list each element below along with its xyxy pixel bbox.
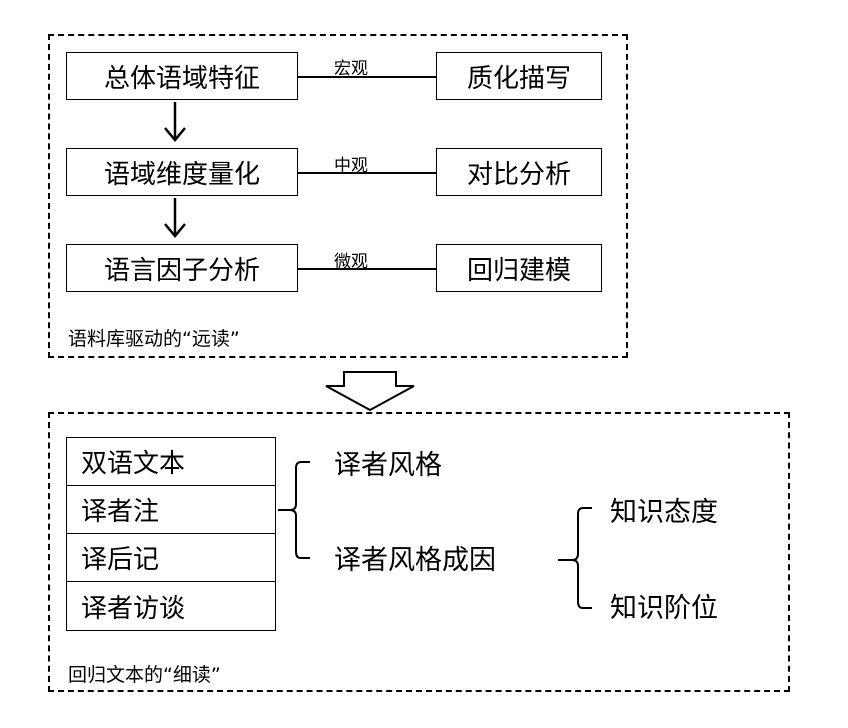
translator-interview-item: 译者访谈 [81,593,186,624]
down-arrow-2 [164,198,186,238]
macro-label: 宏观 [334,59,368,79]
micro-connector [298,268,436,270]
distant-reading-caption: 语料库驱动的“远读” [68,328,240,350]
knowledge-level-label: 知识阶位 [610,593,718,624]
close-reading-caption: 回归文本的“细读” [68,664,221,686]
contrastive-analysis-box: 对比分析 [436,148,602,196]
linguistic-factor-analysis-box: 语言因子分析 [66,244,298,292]
down-arrow-1 [164,102,186,142]
close-reading-region [48,412,790,692]
macro-connector [298,76,436,78]
knowledge-attitude-label: 知识态度 [610,497,718,528]
register-dimension-quantification-box: 语域维度量化 [66,148,298,196]
meso-label: 中观 [334,156,368,176]
qualitative-description-box: 质化描写 [436,52,602,100]
bilingual-text-item: 双语文本 [67,438,275,486]
translator-style-causes-label: 译者风格成因 [334,545,496,576]
translator-notes-item: 译者注 [67,486,275,534]
overall-register-features-box: 总体语域特征 [66,52,298,100]
meso-connector [298,172,436,174]
source-texts-stack: 双语文本 译者注 译后记 译者访谈 [66,437,276,631]
micro-label: 微观 [334,252,368,272]
distant-reading-region [48,34,628,358]
sources-to-aspects-bracket [278,461,310,559]
regression-modeling-box: 回归建模 [436,244,602,292]
hollow-down-arrow [325,371,415,412]
translator-style-label: 译者风格 [334,450,442,481]
causes-bracket [558,507,592,609]
translator-afterword-item: 译后记 [67,534,275,582]
